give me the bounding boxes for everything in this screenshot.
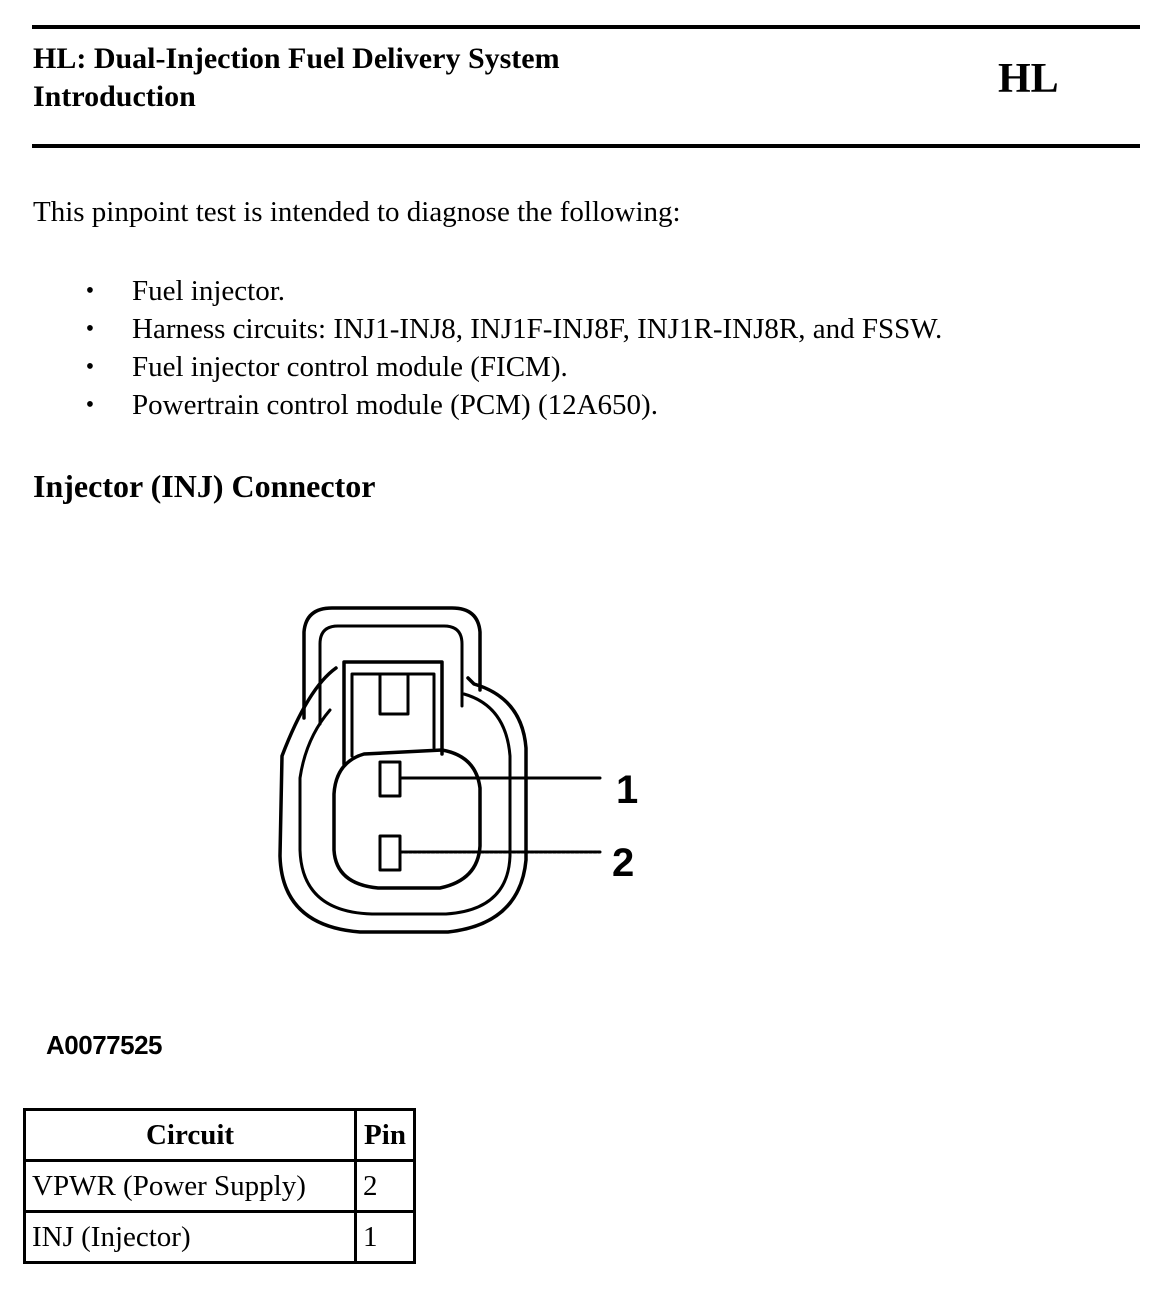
circuit-pin-table: Circuit Pin VPWR (Power Supply) 2 INJ (I…: [23, 1108, 416, 1264]
list-item-text: Fuel injector control module (FICM).: [132, 351, 568, 383]
pin-2-label: 2: [612, 841, 634, 885]
list-item-text: Powertrain control module (PCM) (12A650)…: [132, 389, 658, 421]
list-item-text: Harness circuits: INJ1-INJ8, INJ1F-INJ8F…: [132, 313, 943, 345]
pin-cavity: [332, 748, 482, 890]
bullet-icon: •: [85, 392, 95, 418]
latch-tab-inner: [318, 624, 464, 726]
pin-cell: 1: [354, 1210, 416, 1264]
column-header-circuit: Circuit: [23, 1108, 357, 1162]
diagnosis-list: • Fuel injector. • Harness circuits: INJ1-…: [80, 272, 942, 424]
notch-cutout: [378, 672, 410, 716]
list-item: • Fuel injector control module (FICM).: [80, 348, 942, 386]
table-row: INJ (Injector) 1: [23, 1210, 416, 1264]
page-title-line-2: Introduction: [33, 80, 196, 113]
locking-notch: [342, 660, 444, 766]
circuit-cell: INJ (Injector): [23, 1210, 357, 1264]
section-heading: Injector (INJ) Connector: [33, 468, 376, 504]
latch-tab-outer: [302, 606, 482, 720]
table-header-row: Circuit Pin: [23, 1108, 416, 1162]
bullet-icon: •: [85, 354, 95, 380]
pin-2-terminal: [378, 834, 402, 872]
connector-diagram: 1 2: [278, 606, 638, 934]
list-item: • Fuel injector.: [80, 272, 942, 310]
locking-notch-inner: [350, 672, 436, 758]
header-bottom-rule: [32, 144, 1140, 148]
page-title-line-1: HL: Dual-Injection Fuel Delivery System: [33, 42, 560, 75]
connector-outer-inner-line: [298, 692, 512, 916]
pin-cell: 2: [354, 1159, 416, 1213]
list-item: • Powertrain control module (PCM) (12A650…: [80, 386, 942, 424]
list-item-text: Fuel injector.: [132, 275, 286, 307]
intro-text: This pinpoint test is intended to diagno…: [33, 196, 681, 228]
header-top-rule: [32, 25, 1140, 29]
pin-1-label: 1: [616, 768, 638, 812]
section-code: HL: [998, 56, 1059, 102]
connector-outer-body: [278, 666, 528, 934]
pin-1-terminal: [378, 760, 402, 798]
column-header-pin: Pin: [354, 1108, 416, 1162]
figure-id: A0077525: [46, 1030, 163, 1060]
page-title: HL: Dual-Injection Fuel Delivery System …: [33, 40, 560, 116]
table-row: VPWR (Power Supply) 2: [23, 1159, 416, 1213]
bullet-icon: •: [85, 278, 95, 304]
list-item: • Harness circuits: INJ1-INJ8, INJ1F-INJ8…: [80, 310, 942, 348]
circuit-cell: VPWR (Power Supply): [23, 1159, 357, 1213]
bullet-icon: •: [85, 316, 95, 342]
